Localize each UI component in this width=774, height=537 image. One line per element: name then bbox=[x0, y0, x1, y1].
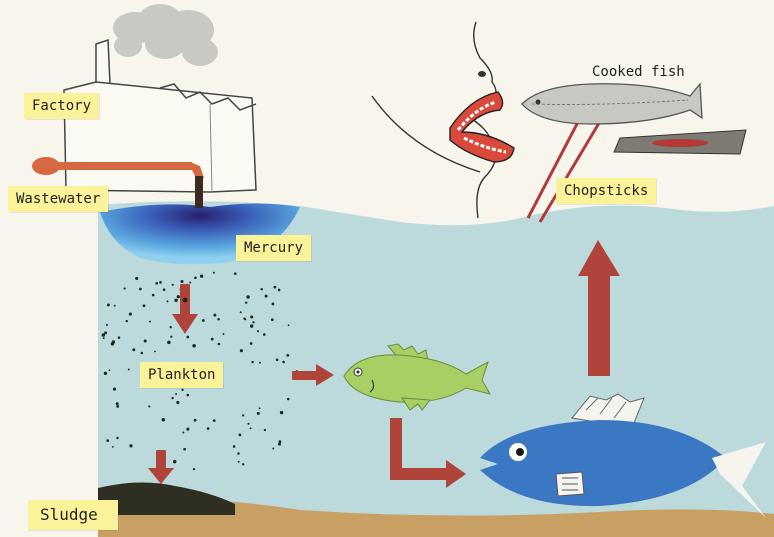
smoke-icon bbox=[113, 4, 218, 66]
plate-icon bbox=[614, 130, 746, 154]
person-face-icon bbox=[372, 22, 514, 218]
chopsticks-label: Chopsticks bbox=[556, 178, 656, 204]
mercury-label: Mercury bbox=[236, 235, 311, 261]
factory-label: Factory bbox=[24, 93, 99, 119]
mercury-particle bbox=[183, 298, 188, 303]
chopsticks-icon bbox=[528, 118, 602, 222]
wastewater-label: Wastewater bbox=[8, 186, 108, 212]
cooked-fish-icon bbox=[522, 84, 702, 124]
sludge-label: Sludge bbox=[28, 500, 118, 530]
cooked-fish-label: Cooked fish bbox=[592, 64, 685, 80]
plankton-label: Plankton bbox=[140, 362, 223, 388]
